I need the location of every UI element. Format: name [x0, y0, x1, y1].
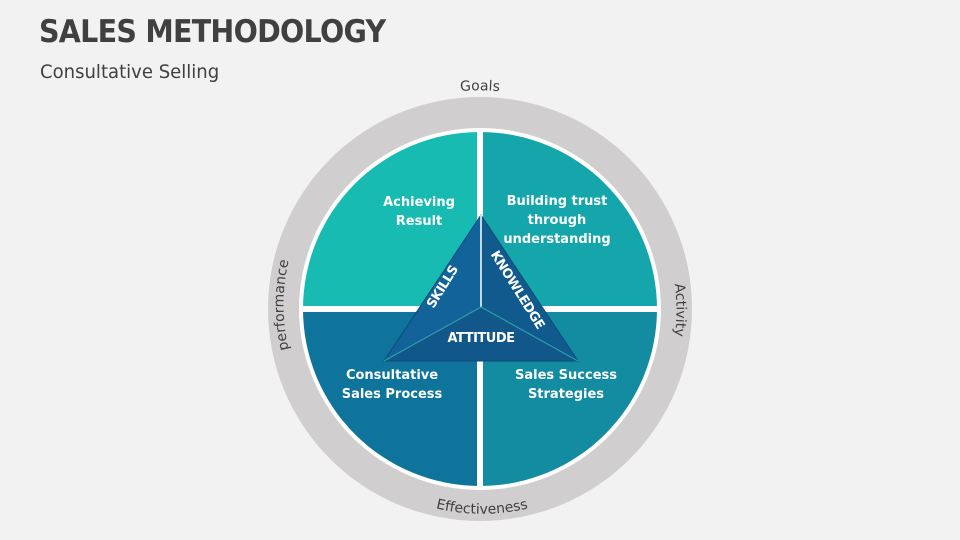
ring-label-effectiveness: Effectiveness — [435, 497, 529, 518]
ring-label-performance: performance — [271, 258, 292, 352]
triangle-label-attitude: ATTITUDE — [447, 331, 514, 346]
quadrant-bottom-left-line2: Sales Process — [342, 387, 443, 402]
quadrant-top-right-line3: understanding — [503, 232, 610, 247]
quadrant-top-left-line2: Result — [396, 214, 443, 229]
center-triangle — [383, 214, 579, 362]
quadrant-top-left-line1: Achieving — [383, 195, 455, 210]
page-title: SALES METHODOLOGY — [39, 14, 386, 50]
ring-label-goals: Goals — [460, 78, 501, 95]
quadrant-bottom-right-line2: Strategies — [528, 387, 604, 402]
quadrant-bottom-right-line1: Sales Success — [515, 368, 617, 383]
quadrant-top-right-line2: through — [528, 213, 587, 228]
page-subtitle: Consultative Selling — [40, 61, 220, 83]
quadrant-top-right-line1: Building trust — [507, 194, 608, 209]
quadrant-bottom-left-line1: Consultative — [346, 368, 438, 383]
ring-label-activity: Activity — [671, 283, 689, 338]
